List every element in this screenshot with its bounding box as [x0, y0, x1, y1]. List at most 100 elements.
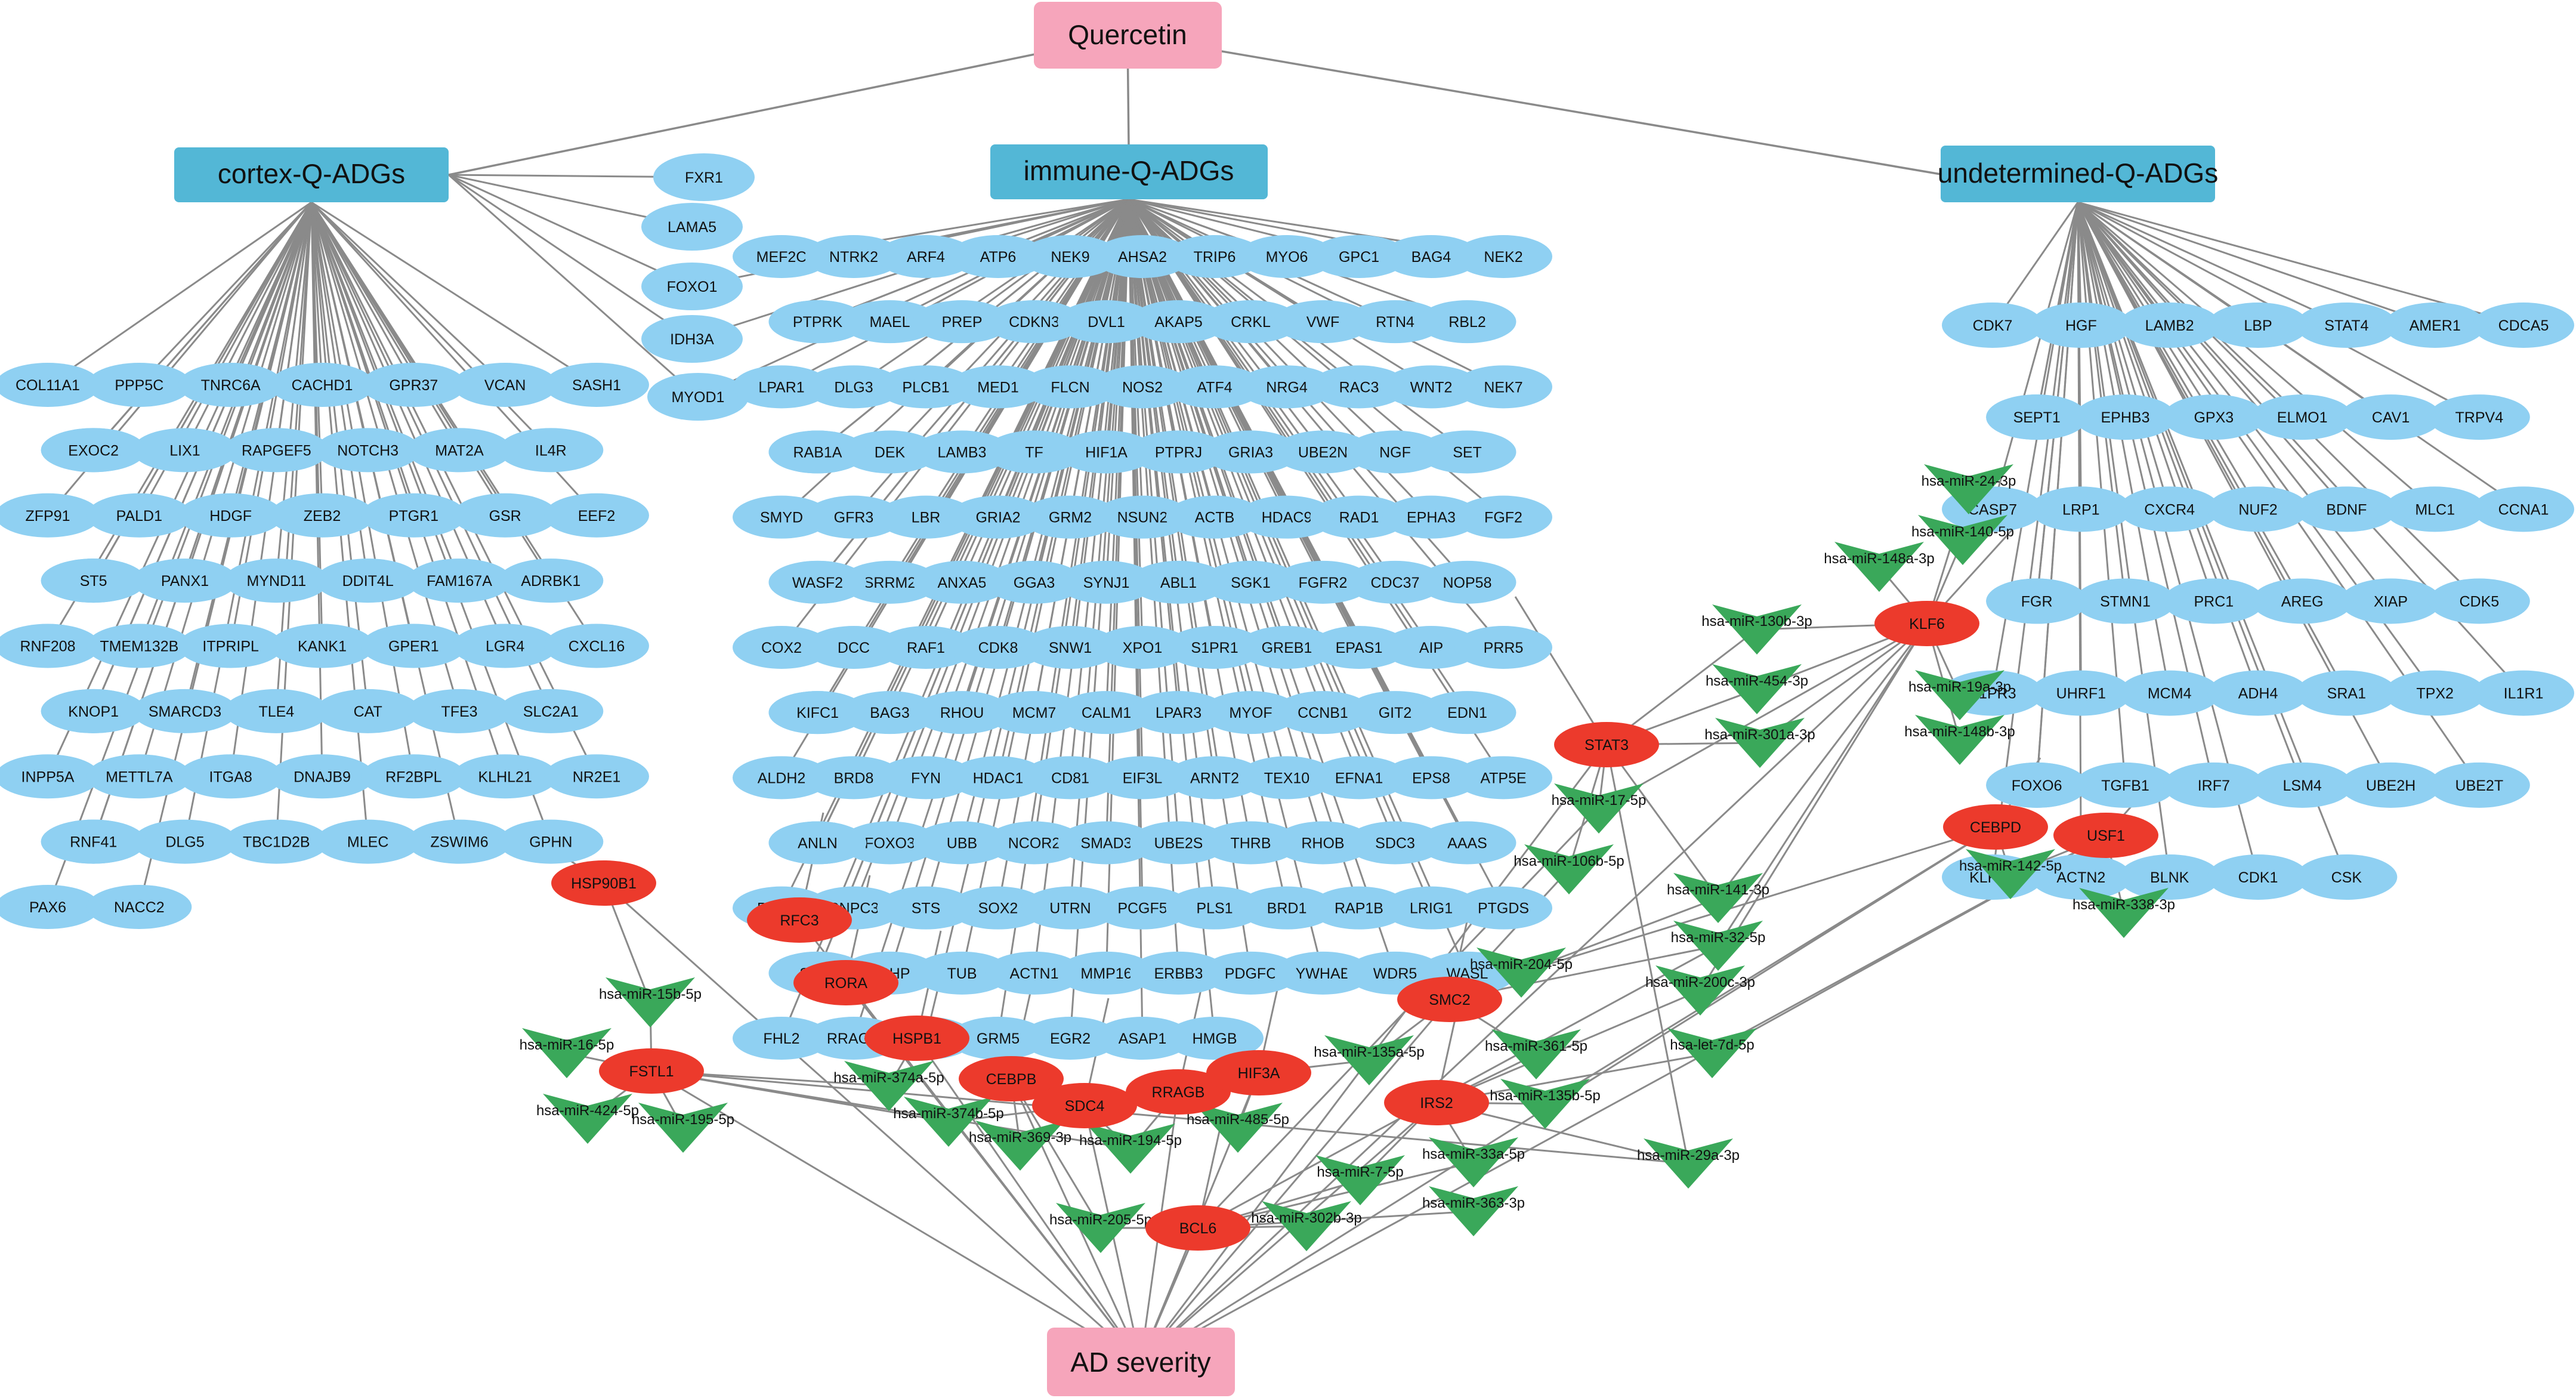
gene-ubb[interactable]: UBB: [913, 821, 1011, 865]
gene-foxo6[interactable]: FOXO6: [1986, 762, 2088, 808]
gene-irf7[interactable]: IRF7: [2163, 762, 2265, 808]
gene-cdk5[interactable]: CDK5: [2428, 578, 2530, 624]
gene-eps8[interactable]: EPS8: [1382, 756, 1480, 800]
gene-itpripl[interactable]: ITPRIPL: [178, 624, 283, 668]
gene-cdk1[interactable]: CDK1: [2207, 854, 2309, 900]
gene-gpc1[interactable]: GPC1: [1310, 235, 1408, 278]
gene-ccnb1[interactable]: CCNB1: [1274, 691, 1372, 735]
gene-calm1[interactable]: CALM1: [1057, 691, 1156, 735]
tf-usf1[interactable]: USF1: [2053, 813, 2158, 858]
gene-mcm4[interactable]: MCM4: [2118, 670, 2220, 716]
mirna-hsa-mir-194-5p[interactable]: hsa-miR-194-5p: [1079, 1124, 1182, 1174]
gene-cdca5[interactable]: CDCA5: [2473, 303, 2574, 348]
gene-actn2[interactable]: ACTN2: [2030, 854, 2132, 900]
gene-idh3a[interactable]: IDH3A: [641, 315, 743, 363]
gene-grm2[interactable]: GRM2: [1021, 495, 1119, 539]
mirna-hsa-mir-106b-5p[interactable]: hsa-miR-106b-5p: [1514, 844, 1624, 894]
gene-snw1[interactable]: SNW1: [1021, 626, 1119, 669]
gene-gria2[interactable]: GRIA2: [949, 495, 1047, 539]
gene-eef2[interactable]: EEF2: [544, 493, 649, 538]
gene-cdkn3[interactable]: CDKN3: [985, 300, 1083, 344]
mirna-hsa-mir-17-5p[interactable]: hsa-miR-17-5p: [1552, 783, 1647, 834]
gene-rab1a[interactable]: RAB1A: [768, 430, 867, 474]
gene-edn1[interactable]: EDN1: [1418, 691, 1516, 735]
gene-adh4[interactable]: ADH4: [2207, 670, 2309, 716]
gene-cdk8[interactable]: CDK8: [949, 626, 1047, 669]
gene-fam167a[interactable]: FAM167A: [407, 558, 512, 603]
gene-sdc3[interactable]: SDC3: [1346, 821, 1444, 865]
gene-gga3[interactable]: GGA3: [985, 560, 1083, 604]
gene-mettl7a[interactable]: METTL7A: [87, 754, 192, 799]
gene-raf1[interactable]: RAF1: [877, 626, 975, 669]
gene-lgr4[interactable]: LGR4: [452, 624, 558, 668]
quercetin-node[interactable]: Quercetin: [1034, 2, 1222, 69]
gene-nrg4[interactable]: NRG4: [1238, 365, 1336, 409]
gene-ube2n[interactable]: UBE2N: [1274, 430, 1372, 474]
gene-mef2c[interactable]: MEF2C: [733, 235, 830, 278]
gene-rf2bpl[interactable]: RF2BPL: [361, 754, 467, 799]
gene-set[interactable]: SET: [1418, 430, 1516, 474]
gene-gfr3[interactable]: GFR3: [805, 495, 903, 539]
gene-wnt2[interactable]: WNT2: [1382, 365, 1480, 409]
mirna-hsa-mir-141-3p[interactable]: hsa-miR-141-3p: [1667, 873, 1769, 923]
gene-stmn1[interactable]: STMN1: [2074, 578, 2176, 624]
gene-rac3[interactable]: RAC3: [1310, 365, 1408, 409]
tf-rora[interactable]: RORA: [793, 960, 898, 1005]
gene-flcn[interactable]: FLCN: [1021, 365, 1119, 409]
gene-anxa5[interactable]: ANXA5: [913, 560, 1011, 604]
gene-plcb1[interactable]: PLCB1: [877, 365, 975, 409]
gene-arf4[interactable]: ARF4: [877, 235, 975, 278]
gene-notch3[interactable]: NOTCH3: [315, 428, 421, 473]
gene-smad3[interactable]: SMAD3: [1057, 821, 1156, 865]
gene-hmgb[interactable]: HMGB: [1166, 1017, 1264, 1060]
gene-nacc2[interactable]: NACC2: [87, 885, 192, 929]
gene-gper1[interactable]: GPER1: [361, 624, 467, 668]
gene-xpo1[interactable]: XPO1: [1094, 626, 1191, 669]
tf-hif3a[interactable]: HIF3A: [1206, 1050, 1311, 1095]
gene-ptgr1[interactable]: PTGR1: [361, 493, 467, 538]
gene-mat2a[interactable]: MAT2A: [407, 428, 512, 473]
gene-mcm7[interactable]: MCM7: [985, 691, 1083, 735]
mirna-hsa-mir-135a-5p[interactable]: hsa-miR-135a-5p: [1314, 1035, 1425, 1085]
gene-smarcd3[interactable]: SMARCD3: [132, 689, 237, 733]
gene-mlc1[interactable]: MLC1: [2384, 486, 2486, 532]
tf-sdc4[interactable]: SDC4: [1032, 1083, 1137, 1128]
gene-efna1[interactable]: EFNA1: [1310, 756, 1408, 800]
gene-tex10[interactable]: TEX10: [1238, 756, 1336, 800]
mirna-hsa-mir-454-3p[interactable]: hsa-miR-454-3p: [1706, 664, 1808, 714]
gene-grm5[interactable]: GRM5: [949, 1017, 1047, 1060]
gene-ngf[interactable]: NGF: [1346, 430, 1444, 474]
gene-panx1[interactable]: PANX1: [132, 558, 237, 603]
gene-areg[interactable]: AREG: [2251, 578, 2353, 624]
mirna-hsa-mir-205-5p[interactable]: hsa-miR-205-5p: [1049, 1203, 1152, 1253]
gene-uhrf1[interactable]: UHRF1: [2030, 670, 2132, 716]
gene-gpx3[interactable]: GPX3: [2163, 394, 2265, 440]
gene-foxo1[interactable]: FOXO1: [641, 263, 743, 310]
gene-lsm4[interactable]: LSM4: [2251, 762, 2353, 808]
mirna-hsa-mir-19a-3p[interactable]: hsa-miR-19a-3p: [1908, 670, 2011, 720]
gene-s1pr1[interactable]: S1PR1: [1166, 626, 1264, 669]
gene-cdk7[interactable]: CDK7: [1942, 303, 2043, 348]
gene-crkl[interactable]: CRKL: [1201, 300, 1300, 344]
gene-myod1[interactable]: MYOD1: [647, 373, 749, 421]
gene-arnt2[interactable]: ARNT2: [1166, 756, 1264, 800]
gene-bag4[interactable]: BAG4: [1382, 235, 1480, 278]
gene-ahsa2[interactable]: AHSA2: [1094, 235, 1191, 278]
mirna-hsa-mir-33a-5p[interactable]: hsa-miR-33a-5p: [1422, 1137, 1525, 1187]
gene-sash1[interactable]: SASH1: [544, 363, 649, 407]
mirna-hsa-mir-195-5p[interactable]: hsa-miR-195-5p: [632, 1103, 734, 1153]
gene-hif1a[interactable]: HIF1A: [1057, 430, 1156, 474]
gene-ube2t[interactable]: UBE2T: [2428, 762, 2530, 808]
gene-git2[interactable]: GIT2: [1346, 691, 1444, 735]
gene-trpv4[interactable]: TRPV4: [2428, 394, 2530, 440]
gene-mynd11[interactable]: MYND11: [224, 558, 329, 603]
gene-asap1[interactable]: ASAP1: [1094, 1017, 1191, 1060]
gene-anln[interactable]: ANLN: [768, 821, 867, 865]
gene-ntrk2[interactable]: NTRK2: [805, 235, 903, 278]
gene-ube2s[interactable]: UBE2S: [1129, 821, 1228, 865]
gene-sts[interactable]: STS: [877, 886, 975, 930]
tf-rfc3[interactable]: RFC3: [747, 897, 852, 943]
gene-rbl2[interactable]: RBL2: [1418, 300, 1516, 344]
tf-klf6[interactable]: KLF6: [1874, 601, 1979, 646]
gene-foxo3[interactable]: FOXO3: [841, 821, 939, 865]
